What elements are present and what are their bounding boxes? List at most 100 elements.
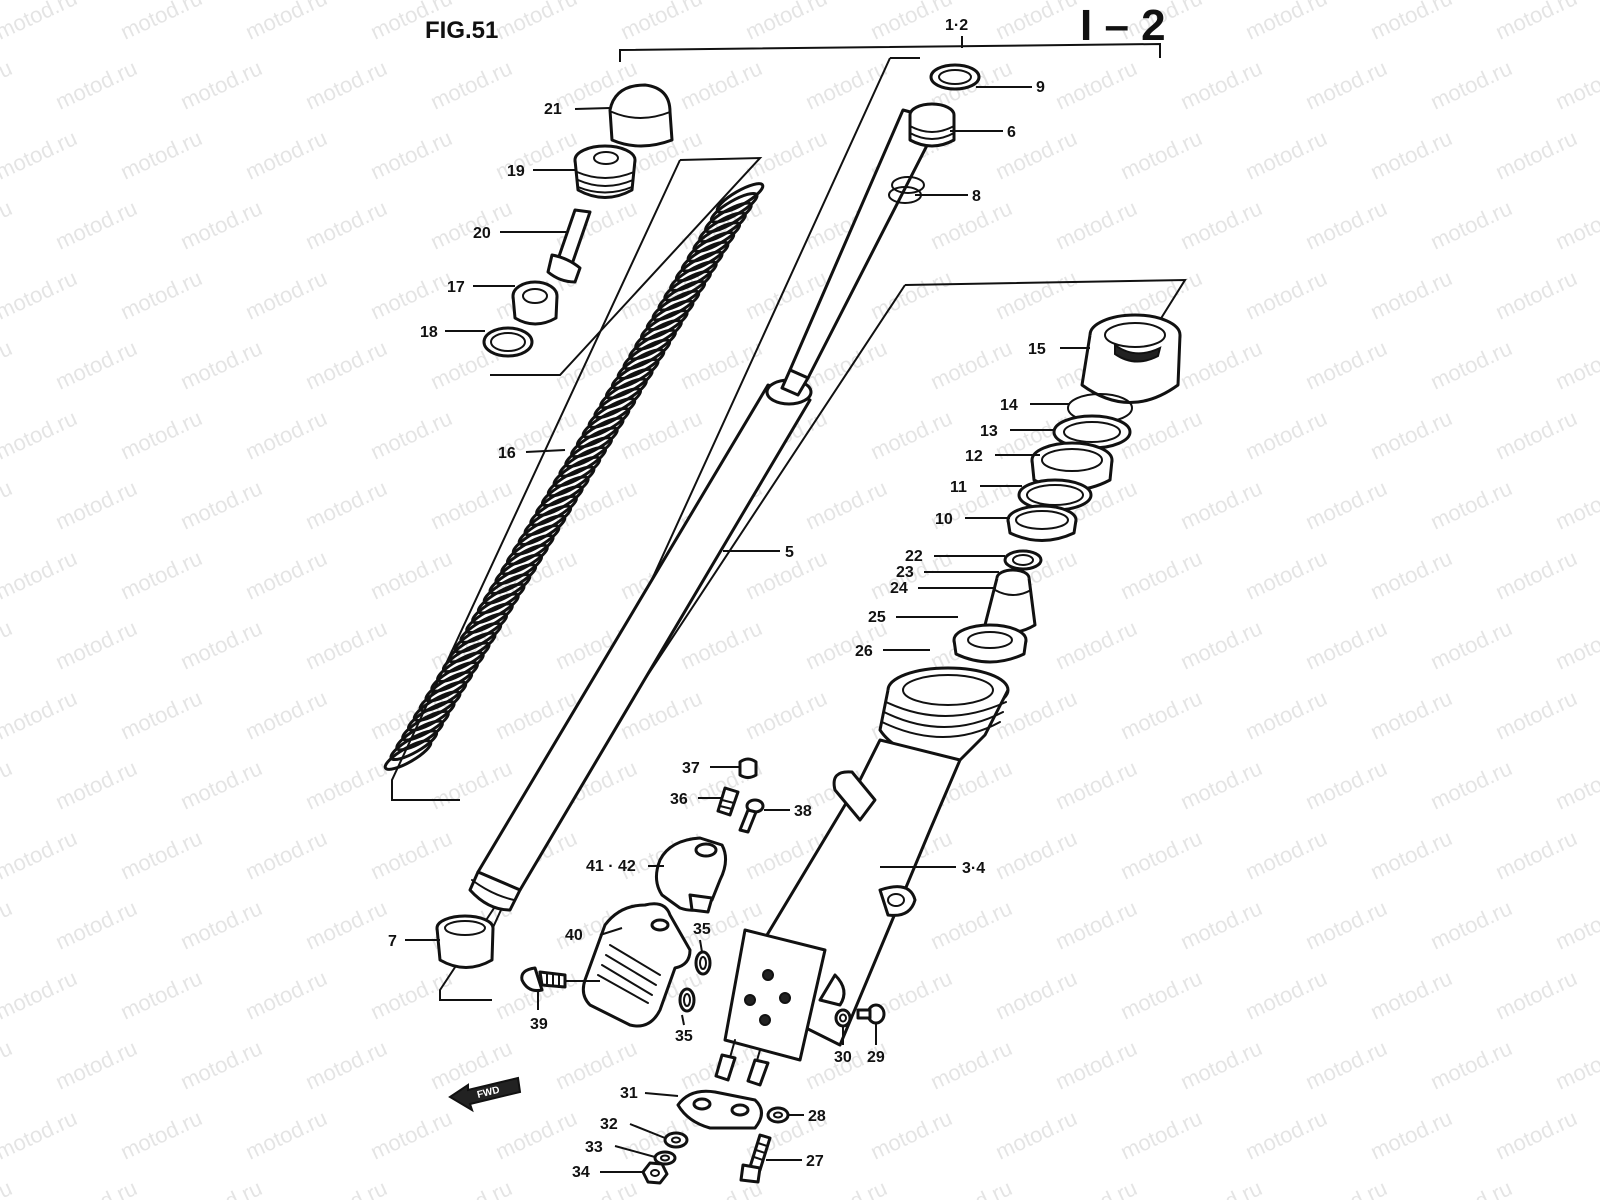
watermark-text: motod.ru xyxy=(992,265,1081,324)
watermark-text: motod.ru xyxy=(0,335,16,394)
watermark-text: motod.ru xyxy=(367,965,456,1024)
watermark-text: motod.ru xyxy=(1427,615,1516,674)
watermark-text: motod.ru xyxy=(367,125,456,184)
callout-24: 24 xyxy=(890,580,908,597)
callout-6: 6 xyxy=(1007,124,1016,141)
watermark-text: motod.ru xyxy=(117,405,206,464)
watermark-text: motod.ru xyxy=(0,475,16,534)
watermark-text: motod.ru xyxy=(52,335,141,394)
watermark-text: motod.ru xyxy=(52,195,141,254)
watermark-text: motod.ru xyxy=(367,265,456,324)
watermark-text: motod.ru xyxy=(52,1175,141,1200)
watermark-text: motod.ru xyxy=(427,475,516,534)
callout-25: 25 xyxy=(868,609,886,626)
watermark-text: motod.ru xyxy=(1427,475,1516,534)
callout-35-b: 35 xyxy=(675,1028,693,1045)
watermark-text: motod.ru xyxy=(1427,895,1516,954)
watermark-text: motod.ru xyxy=(742,685,831,744)
watermark-text: motod.ru xyxy=(367,1105,456,1164)
watermark-text: motod.ru xyxy=(992,0,1081,45)
watermark-text: motod.ru xyxy=(1552,1035,1600,1094)
watermark-text: motod.ru xyxy=(0,615,16,674)
callout-14: 14 xyxy=(1000,397,1018,414)
callout-36: 36 xyxy=(670,791,688,808)
watermark-text: motod.ru xyxy=(617,405,706,464)
watermark-text: motod.ru xyxy=(1052,1175,1141,1200)
watermark-text: motod.ru xyxy=(742,125,831,184)
watermark-text: motod.ru xyxy=(927,1175,1016,1200)
watermark-text: motod.ru xyxy=(802,475,891,534)
watermark-text: motod.ru xyxy=(1552,335,1600,394)
watermark-text: motod.ru xyxy=(117,545,206,604)
watermark-text: motod.ru xyxy=(117,265,206,324)
watermark-text: motod.ru xyxy=(1052,195,1141,254)
watermark-text: motod.ru xyxy=(0,545,81,604)
watermark-text: motod.ru xyxy=(52,1035,141,1094)
part-21-cap xyxy=(608,83,674,148)
part-7-bushing xyxy=(435,914,495,969)
watermark-text: motod.ru xyxy=(1492,1105,1581,1164)
watermark-text: motod.ru xyxy=(927,335,1016,394)
watermark-text: motod.ru xyxy=(0,825,81,884)
callout-21: 21 xyxy=(544,101,562,118)
watermark-text: motod.ru xyxy=(117,0,206,45)
group-bracket: 1·2 xyxy=(619,17,1161,62)
watermark-text: motod.ru xyxy=(302,895,391,954)
callout-18: 18 xyxy=(420,324,438,341)
watermark-text: motod.ru xyxy=(1492,685,1581,744)
watermark-text: motod.ru xyxy=(302,1175,391,1200)
watermark-text: motod.ru xyxy=(1117,685,1206,744)
callout-11: 11 xyxy=(950,479,967,496)
watermark-text: motod.ru xyxy=(302,1035,391,1094)
watermark-text: motod.ru xyxy=(1552,475,1600,534)
callout-27: 27 xyxy=(806,1153,824,1170)
watermark-text: motod.ru xyxy=(177,335,266,394)
watermark-text: motod.ru xyxy=(1242,0,1331,45)
watermark-text: motod.ru xyxy=(117,1105,206,1164)
watermark-text: motod.ru xyxy=(52,475,141,534)
callout-labels: 21 19 20 17 18 16 9 6 8 5 15 14 13 12 11… xyxy=(388,79,1046,1181)
watermark-text: motod.ru xyxy=(117,825,206,884)
watermark-text: motod.ru xyxy=(492,125,581,184)
callout-15: 15 xyxy=(1028,341,1046,358)
part-30-washer xyxy=(834,1008,852,1028)
watermark-text: motod.ru xyxy=(177,195,266,254)
part-36-bleeder xyxy=(716,786,740,817)
watermark-text: motod.ru xyxy=(1177,335,1266,394)
watermark-text: motod.ru xyxy=(242,965,331,1024)
watermark-text: motod.ru xyxy=(1302,195,1391,254)
part-28-washer xyxy=(766,1106,790,1124)
watermark-text: motod.ru xyxy=(1117,545,1206,604)
part-17-seat xyxy=(511,280,559,326)
watermark-text: motod.ru xyxy=(992,1105,1081,1164)
watermark-text: motod.ru xyxy=(1177,895,1266,954)
watermark-text: motod.ru xyxy=(0,1035,16,1094)
part-41-42-guide xyxy=(655,836,727,914)
callout-20: 20 xyxy=(473,225,491,242)
watermark-text: motod.ru xyxy=(117,965,206,1024)
watermark-text: motod.ru xyxy=(242,825,331,884)
callout-32: 32 xyxy=(600,1116,618,1133)
callout-19: 19 xyxy=(507,163,525,180)
watermark-text: motod.ru xyxy=(302,615,391,674)
watermark-text: motod.ru xyxy=(427,195,516,254)
part-40-caliper xyxy=(581,902,692,1028)
callout-37: 37 xyxy=(682,760,700,777)
watermark-text: motod.ru xyxy=(617,0,706,45)
watermark-text: motod.ru xyxy=(992,965,1081,1024)
watermark-text: motod.ru xyxy=(492,1105,581,1164)
leader-lines xyxy=(405,86,1090,1173)
watermark-text: motod.ru xyxy=(1492,965,1581,1024)
watermark-text: motod.ru xyxy=(1367,825,1456,884)
part-22-washer xyxy=(1003,549,1043,571)
watermark-text: motod.ru xyxy=(52,755,141,814)
watermark-text: motod.ru xyxy=(1052,755,1141,814)
watermark-text: motod.ru xyxy=(242,0,331,45)
callout-22: 22 xyxy=(905,548,923,565)
watermark-text: motod.ru xyxy=(0,1105,81,1164)
watermark-text: motod.ru xyxy=(242,125,331,184)
watermark-text: motod.ru xyxy=(1052,1035,1141,1094)
watermark-text: motod.ru xyxy=(1302,335,1391,394)
watermark-text: motod.ru xyxy=(552,1175,641,1200)
watermark-text: motod.ru xyxy=(367,825,456,884)
